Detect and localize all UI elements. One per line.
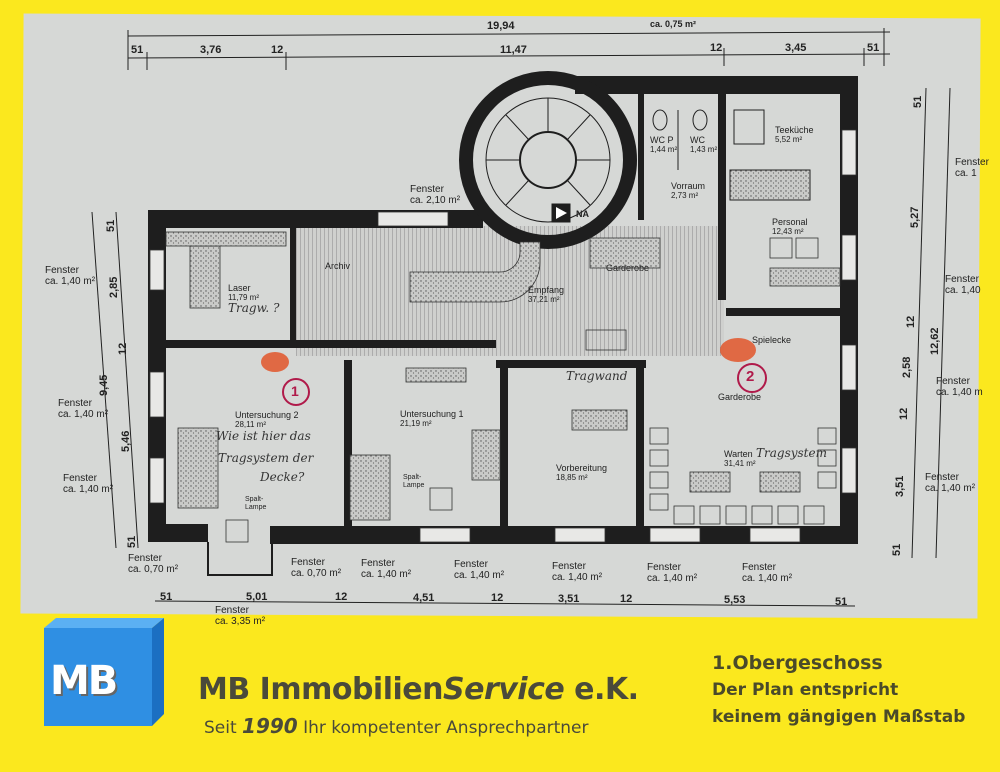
room-laser: Laser 11,79 m² xyxy=(228,283,259,302)
floorplan-drawing xyxy=(91,28,951,607)
room-garderobe-warten: Garderobe xyxy=(718,392,762,402)
dimension-lines-right xyxy=(911,87,951,559)
dim-top-total: 19,94 xyxy=(487,20,515,32)
dim-bottom-seg-7: 5,53 xyxy=(724,594,746,606)
dim-top-seg-4: 12 xyxy=(710,42,723,54)
window-bottom-2: Fenster ca. 1,40 m² xyxy=(361,558,412,580)
handwritten-question-2: Tragsystem der xyxy=(218,451,314,465)
room-vorraum: Vorraum 2,73 m² xyxy=(671,181,706,200)
handwritten-question-3: Decke? xyxy=(260,470,305,484)
room-wc-p: WC P 1,44 m² xyxy=(650,135,678,154)
dim-top-window-note: ca. 0,75 m² xyxy=(650,19,697,29)
room-personal: Personal 12,43 m² xyxy=(772,217,808,236)
window-right-0: Fenster ca. 1 xyxy=(955,157,989,179)
scale-note-1: Der Plan entspricht xyxy=(712,680,899,700)
dim-right-seg-2: 12 xyxy=(905,315,917,328)
dim-left-total: 9,45 xyxy=(98,374,110,396)
dim-top-seg-3: 11,47 xyxy=(500,44,527,56)
room-untersuchung-2: Untersuchung 2 28,11 m² xyxy=(235,410,299,429)
room-archiv: Archiv xyxy=(325,261,351,271)
room-wc: WC 1,43 m² xyxy=(690,135,718,154)
dim-left-seg-4: 51 xyxy=(126,535,138,548)
handwritten-wall-note: Tragwand xyxy=(566,369,628,383)
dim-right-seg-4: 12 xyxy=(898,407,910,420)
dim-right-seg-0: 51 xyxy=(912,95,924,108)
marker-1-label: 1 xyxy=(291,383,299,399)
window-bottom-3: Fenster ca. 1,40 m² xyxy=(454,559,505,581)
dim-bottom-seg-6: 12 xyxy=(620,593,633,605)
scale-note-2: keinem gängigen Maßstab xyxy=(712,707,966,727)
red-markers xyxy=(261,338,767,406)
window-left-2: Fenster ca. 1,40 m² xyxy=(63,473,114,495)
room-empfang: Empfang 37,21 m² xyxy=(528,285,565,304)
window-left-0: Fenster ca. 1,40 m² xyxy=(45,265,96,287)
dim-top-seg-2: 12 xyxy=(271,44,284,56)
window-right-3: Fenster ca. 1,40 m² xyxy=(925,472,976,494)
window-bottom-0: Fenster ca. 0,70 m² xyxy=(128,553,179,575)
room-untersuchung-1: Untersuchung 1 21,19 m² xyxy=(400,409,464,428)
room-vorbereitung: Vorbereitung 18,85 m² xyxy=(556,463,608,482)
dim-left-seg-2: 12 xyxy=(117,342,129,355)
window-bay: Fenster ca. 3,35 m² xyxy=(215,605,266,627)
logo-cube-icon xyxy=(44,618,164,726)
dim-top-seg-1: 3,76 xyxy=(200,44,222,56)
na-label: NA xyxy=(576,209,589,219)
handwritten-warten-note: Tragsystem xyxy=(756,446,827,460)
dim-left-seg-3: 5,46 xyxy=(120,430,132,452)
dim-bottom-seg-8: 51 xyxy=(835,596,848,608)
dim-right-seg-6: 51 xyxy=(891,543,903,556)
mb-logo: MB xyxy=(42,618,164,728)
dim-top-seg-0: 51 xyxy=(131,44,144,56)
spiral-staircase xyxy=(459,71,637,249)
handwritten-laser-note: Tragw. ? xyxy=(228,301,280,315)
room-teekueche: Teeküche 5,52 m² xyxy=(775,125,814,144)
dim-right-seg-1: 5,27 xyxy=(909,206,921,228)
dim-top-seg-6: 51 xyxy=(867,42,880,54)
window-bottom-6: Fenster ca. 1,40 m² xyxy=(742,562,793,584)
window-bottom-5: Fenster ca. 1,40 m² xyxy=(647,562,698,584)
window-right-2: Fenster ca. 1,40 m xyxy=(936,376,983,398)
room-garderobe-empfang: Garderobe xyxy=(606,263,650,273)
handwritten-question-1: Wie ist hier das xyxy=(216,429,311,443)
dim-top-seg-5: 3,45 xyxy=(785,42,807,54)
dim-right-seg-3: 2,58 xyxy=(901,356,913,378)
spalt-lampe-label-1: Spalt-Lampe xyxy=(403,474,425,489)
dim-right-seg-5: 3,51 xyxy=(894,475,906,497)
dim-bottom-seg-3: 4,51 xyxy=(413,592,435,604)
dim-bottom-seg-1: 5,01 xyxy=(246,591,268,603)
floor-title: 1.Obergeschoss xyxy=(712,652,883,674)
dim-left-seg-0: 51 xyxy=(105,219,117,232)
plan-note: 1.Obergeschoss Der Plan entspricht keine… xyxy=(712,650,965,731)
company-name: MB ImmobilienService e.K. xyxy=(198,672,639,707)
room-spielecke: Spielecke xyxy=(752,335,792,345)
logo-text: MB xyxy=(50,658,118,704)
dim-right-total: 12,62 xyxy=(929,327,941,355)
dim-bottom-seg-5: 3,51 xyxy=(558,593,580,605)
marker-2-label: 2 xyxy=(746,368,755,385)
dimension-lines-top xyxy=(127,28,891,70)
window-left-1: Fenster ca. 1,40 m² xyxy=(58,398,109,420)
window-right-1: Fenster ca. 1,40 xyxy=(945,274,981,296)
dim-bottom-seg-2: 12 xyxy=(335,591,348,603)
window-bottom-1: Fenster ca. 0,70 m² xyxy=(291,557,342,579)
window-bottom-4: Fenster ca. 1,40 m² xyxy=(552,561,603,583)
room-warten: Warten 31,41 m² xyxy=(724,449,756,468)
company-tagline: Seit 1990 Ihr kompetenter Ansprechpartne… xyxy=(204,714,589,738)
dim-bottom-seg-4: 12 xyxy=(491,592,504,604)
dim-bottom-seg-0: 51 xyxy=(160,591,173,603)
dimension-lines-bottom xyxy=(154,600,856,607)
window-top-center: Fenster ca. 2,10 m² xyxy=(410,184,461,206)
dimension-lines-left xyxy=(91,211,139,549)
spalt-lampe-label-2: Spalt-Lampe xyxy=(245,496,267,511)
dim-left-seg-1: 2,85 xyxy=(108,276,120,298)
